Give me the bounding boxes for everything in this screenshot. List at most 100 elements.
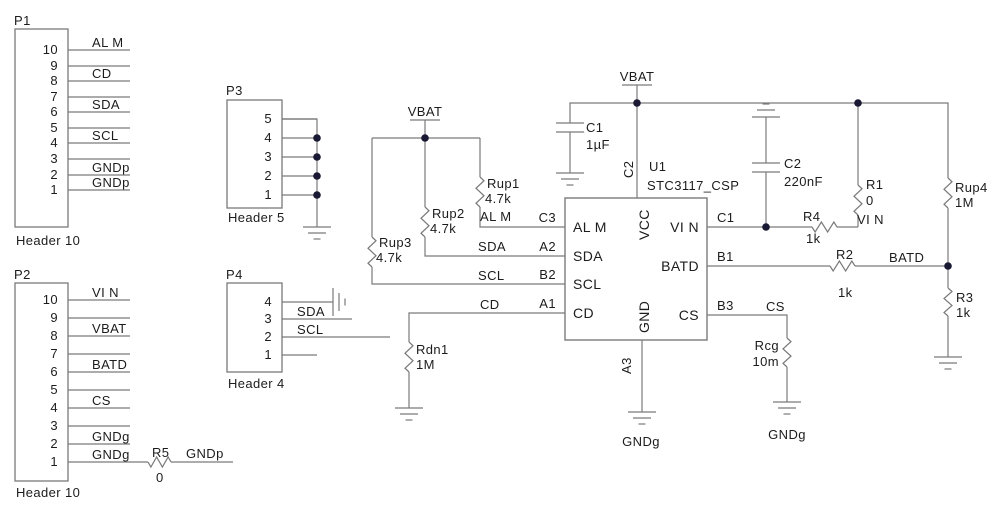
net-label-GNDg: GNDg [92, 429, 130, 444]
ic-pin-number-C3: C3 [539, 210, 556, 225]
net-label-BATD: BATD [889, 250, 924, 265]
header-P3-refdes: P3 [226, 83, 243, 98]
net-label-VIN: VI N [857, 212, 884, 227]
ic-pin-name-B1: BATD [661, 258, 699, 274]
capacitor-C2-refdes: C2 [784, 156, 801, 171]
resistor-Rdn1-value: 1M [416, 357, 435, 372]
junction-dot [421, 134, 429, 142]
ic-pin-name-A3: GND [636, 301, 652, 333]
header-P3-body [226, 99, 283, 209]
junction-dot [313, 191, 321, 199]
ic-pin-name-B3: CS [679, 307, 699, 323]
resistor-R3-refdes: R3 [956, 290, 973, 305]
net-label-GNDg: GNDg [92, 447, 130, 462]
ic-pin-number-C2: C2 [621, 161, 636, 178]
header-P2-pin10-number: 10 [43, 292, 58, 307]
header-P2-pin6-number: 6 [50, 364, 58, 379]
ic-pin-name-C3: AL M [573, 219, 607, 235]
header-P1-pin4-number: 4 [50, 135, 58, 150]
net-label-SCL: SCL [297, 322, 324, 337]
resistor-Rup1 [475, 176, 485, 208]
header-P1-refdes: P1 [14, 13, 31, 28]
resistor-R5 [147, 455, 172, 469]
net-label-CD: CD [92, 66, 112, 81]
resistor-Rcg-refdes: Rcg [755, 338, 779, 353]
resistor-R2 [829, 259, 856, 273]
resistor-Rup4 [943, 177, 953, 209]
resistor-Rdn1 [404, 341, 414, 373]
header-P2-refdes: P2 [14, 267, 31, 282]
header-P4-pin2-number: 2 [264, 329, 272, 344]
junction-dot [313, 134, 321, 142]
net-label-BATD: BATD [92, 357, 127, 372]
header-P2-type: Header 10 [16, 485, 80, 500]
header-P1-pin3-number: 3 [50, 151, 58, 166]
resistor-R4-value: 1k [806, 231, 821, 246]
resistor-R1-refdes: R1 [866, 177, 883, 192]
header-P2-pin1-number: 1 [50, 454, 58, 469]
net-label-SDA: SDA [92, 97, 120, 112]
net-label-GNDp: GNDp [186, 446, 224, 461]
ic-pin-name-C2: VCC [636, 209, 652, 240]
wire [424, 237, 565, 257]
header-P4-refdes: P4 [226, 267, 243, 282]
wire [569, 102, 949, 178]
resistor-Rup2-refdes: Rup2 [432, 206, 465, 221]
ic-part-number: STC3117_CSP [647, 178, 739, 193]
junction-dot [313, 172, 321, 180]
wire [707, 314, 788, 338]
header-P4-body [226, 282, 283, 373]
resistor-Rup1-refdes: Rup1 [487, 176, 520, 191]
header-P1-pin6-number: 6 [50, 104, 58, 119]
resistor-R2-refdes: R2 [836, 247, 853, 262]
net-label-GNDp: GNDp [92, 175, 130, 190]
header-P3-pin4-number: 4 [264, 130, 272, 145]
resistor-Rup2-value: 4.7k [430, 221, 456, 236]
header-P2-pin9-number: 9 [50, 310, 58, 325]
ic-pin-number-B2: B2 [539, 267, 556, 282]
resistor-Rup4-refdes: Rup4 [955, 180, 988, 195]
header-P1-pin9-number: 9 [50, 58, 58, 73]
header-P2-body [14, 282, 69, 482]
resistor-Rup2 [420, 206, 430, 238]
header-P3-pin5-number: 5 [264, 111, 272, 126]
ic-pin-number-C1: C1 [717, 210, 734, 225]
wire [408, 312, 565, 342]
resistor-R3-value: 1k [956, 305, 971, 320]
header-P1-pin5-number: 5 [50, 120, 58, 135]
junction-dot [633, 99, 641, 107]
capacitor-C1-value: 1µF [586, 137, 610, 152]
junction-dot [944, 262, 952, 270]
header-P2-pin3-number: 3 [50, 418, 58, 433]
net-label-SCL: SCL [92, 128, 119, 143]
net-label-SDA: SDA [297, 304, 325, 319]
header-P3-pin2-number: 2 [264, 168, 272, 183]
power-flag-VBAT: VBAT [620, 69, 655, 84]
resistor-Rup3-value: 4.7k [376, 250, 402, 265]
resistor-Rup1-value: 4.7k [485, 191, 511, 206]
header-P1-pin10-number: 10 [43, 42, 58, 57]
header-P2-pin2-number: 2 [50, 436, 58, 451]
header-P1-pin2-number: 2 [50, 167, 58, 182]
net-label-GNDg: GNDg [622, 434, 660, 449]
ic-pin-name-B2: SCL [573, 276, 601, 292]
wire [479, 207, 565, 228]
header-P1-pin1-number: 1 [50, 182, 58, 197]
resistor-R5-refdes: R5 [152, 445, 169, 460]
net-label-CS: CS [766, 299, 785, 314]
resistor-R3 [943, 287, 953, 317]
net-label-ALM: AL M [480, 209, 511, 224]
resistor-Rcg [782, 337, 792, 368]
resistor-R1-value: 0 [866, 193, 874, 208]
ic-pin-name-C1: VI N [670, 219, 699, 235]
header-P1-pin8-number: 8 [50, 73, 58, 88]
header-P4-pin1-number: 1 [264, 347, 272, 362]
power-flag-VBAT: VBAT [408, 104, 443, 119]
ic-U1-body [564, 197, 708, 341]
ic-pin-number-B3: B3 [717, 298, 734, 313]
net-label-SDA: SDA [478, 239, 506, 254]
resistor-Rdn1-refdes: Rdn1 [416, 342, 449, 357]
resistor-Rup3-refdes: Rup3 [379, 235, 412, 250]
